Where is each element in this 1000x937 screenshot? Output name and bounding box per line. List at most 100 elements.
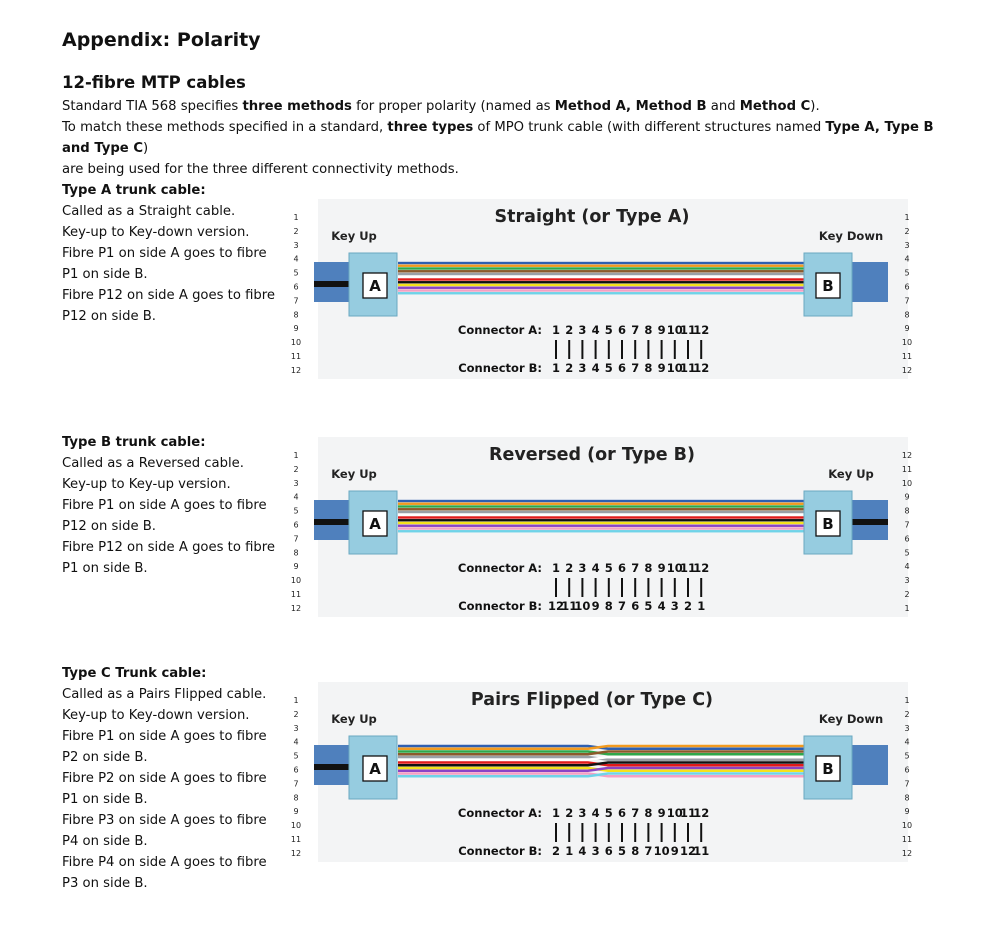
fibre-strand: [398, 524, 808, 527]
connector-a-number: 2: [565, 806, 573, 820]
right-pin-number: 11: [902, 835, 912, 844]
right-pin-number: 2: [904, 590, 909, 599]
left-pin-number: 2: [293, 227, 298, 236]
type-c-heading: Type C Trunk cable:: [62, 666, 207, 681]
intro-text: ): [143, 141, 149, 156]
left-cable-core: [314, 281, 350, 287]
connector-a-number: 12: [693, 323, 709, 337]
connector-a-row-label: Connector A:: [458, 806, 542, 820]
connector-a-number: 3: [578, 323, 586, 337]
left-pin-number: 10: [291, 338, 301, 347]
connector-a-number: 4: [592, 806, 600, 820]
left-pin-number: 7: [293, 779, 298, 788]
fibre-strand: [398, 272, 808, 276]
connector-a-number: 5: [605, 323, 613, 337]
right-pin-number: 2: [904, 227, 909, 236]
fibre-strand: [398, 270, 808, 273]
right-pin-number: 6: [904, 534, 909, 543]
right-pin-number: 8: [904, 793, 909, 802]
connector-a-number: 2: [565, 323, 573, 337]
fibre-strand: [398, 521, 808, 525]
left-pin-number: 5: [293, 507, 298, 516]
type-c-line: Fibre P2 on side A goes to fibre: [62, 771, 267, 786]
type-c-line: P1 on side B.: [62, 792, 148, 807]
left-key-label: Key Up: [331, 229, 377, 243]
connector-a-number: 1: [552, 806, 560, 820]
fibre-strand: [398, 275, 808, 278]
right-pin-number: 2: [904, 710, 909, 719]
left-pin-number: 2: [293, 710, 298, 719]
type-a-line: Fibre P12 on side A goes to fibre: [62, 288, 276, 303]
left-pin-number: 10: [291, 821, 301, 830]
type-b-line: Called as a Reversed cable.: [62, 456, 244, 471]
connector-a-number: 7: [631, 806, 639, 820]
fibre-strand: [398, 281, 808, 284]
intro-bold: three methods: [242, 99, 352, 114]
fibre-strand: [398, 513, 808, 516]
left-pin-number: 9: [293, 562, 298, 571]
connector-a-number: 3: [578, 561, 586, 575]
fibre-strand: [398, 261, 808, 265]
fibre-strand: [398, 292, 808, 295]
type-b-line: Fibre P12 on side A goes to fibre: [62, 540, 276, 555]
connector-a-number: 6: [618, 561, 626, 575]
right-pin-number: 10: [902, 338, 912, 347]
fibre-strand: [398, 286, 808, 289]
right-pin-number: 9: [904, 493, 909, 502]
diagram-title: Reversed (or Type B): [489, 445, 695, 465]
connector-a-label-box: [362, 272, 388, 299]
connector-b-number: 12: [693, 361, 709, 375]
connector-b-number: 8: [631, 844, 639, 858]
left-pin-number: 7: [293, 534, 298, 543]
connector-a-number: 6: [618, 323, 626, 337]
right-pin-number: 12: [902, 451, 912, 460]
intro-bold: Method C: [739, 99, 811, 114]
connector-b-number: 8: [644, 361, 652, 375]
right-pin-number: 8: [904, 507, 909, 516]
left-pin-number: 4: [293, 493, 298, 502]
connector-b-number: 2: [684, 599, 692, 613]
right-cable-jacket: [851, 745, 888, 785]
connector-a-label-box: [362, 755, 388, 782]
right-pin-number: 6: [904, 766, 909, 775]
diagram-title: Pairs Flipped (or Type C): [471, 690, 713, 710]
left-pin-number: 10: [291, 576, 301, 585]
left-pin-number: 1: [293, 451, 298, 460]
right-pin-number: 1: [904, 213, 909, 222]
left-cable-core: [314, 519, 350, 525]
fibre-strand: [398, 744, 808, 750]
left-pin-number: 5: [293, 269, 298, 278]
type-c-line: Fibre P3 on side A goes to fibre: [62, 813, 267, 828]
connector-b-number: 3: [592, 844, 600, 858]
connector-a-label: A: [369, 277, 381, 295]
type-a-line: P1 on side B.: [62, 267, 148, 282]
right-pin-number: 8: [904, 310, 909, 319]
connector-a-number: 4: [592, 561, 600, 575]
connector-a-number: 12: [693, 561, 709, 575]
fibre-strand: [398, 761, 808, 767]
connector-b-number: 2: [552, 844, 560, 858]
connector-a-number: 7: [631, 323, 639, 337]
section-subtitle: 12-fibre MTP cables: [62, 73, 246, 92]
right-key-label: Key Down: [819, 229, 883, 243]
right-pin-number: 9: [904, 807, 909, 816]
intro-paragraph: Standard TIA 568 specifies three methods…: [62, 96, 962, 180]
connector-a-number: 10: [667, 323, 683, 337]
right-pin-number: 11: [902, 465, 912, 474]
left-pin-number: 11: [291, 352, 301, 361]
connector-a-number: 7: [631, 561, 639, 575]
connector-b-number: 3: [578, 361, 586, 375]
type-b-line: P12 on side B.: [62, 519, 156, 534]
fibre-strand: [398, 499, 808, 503]
right-pin-number: 10: [902, 479, 912, 488]
connector-b-number: 4: [592, 361, 600, 375]
connector-a-number: 10: [667, 806, 683, 820]
type-a-line: Key-up to Key-down version.: [62, 225, 250, 240]
left-pin-number: 11: [291, 590, 301, 599]
fibre-strand: [398, 278, 808, 281]
left-key-label: Key Up: [331, 712, 377, 726]
type-c-line: P3 on side B.: [62, 876, 148, 891]
left-pin-number: 12: [291, 604, 301, 613]
fibre-strand: [398, 510, 808, 514]
